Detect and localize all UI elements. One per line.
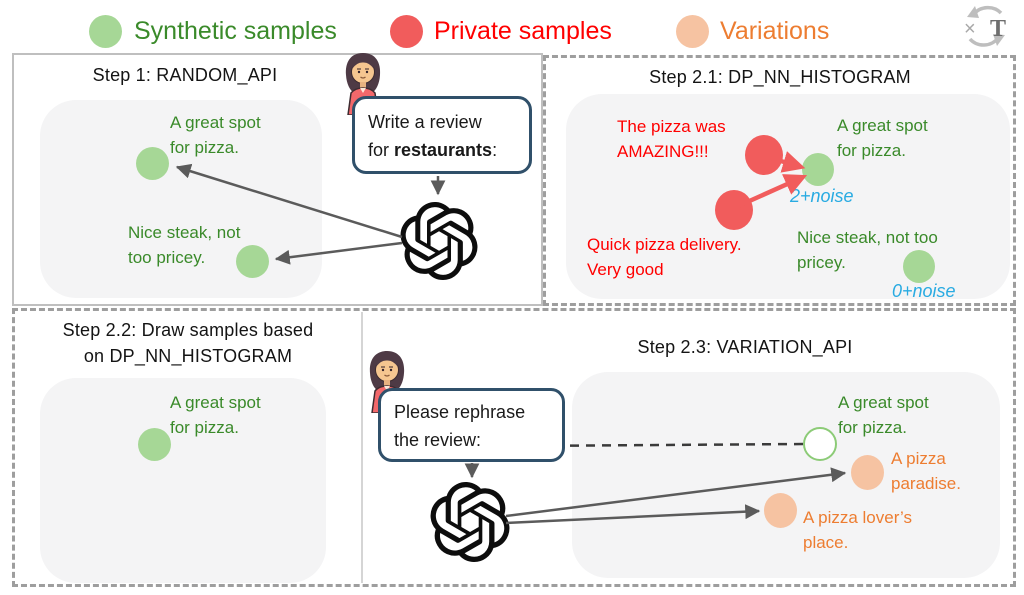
legend-variations-label: Variations — [720, 17, 830, 45]
openai-logo — [400, 202, 478, 280]
step1-synthetic-sample1-text: A great spot for pizza. — [170, 110, 261, 160]
step23-variation1-line1: A pizza — [891, 449, 946, 468]
step1-synthetic-sample1-dot — [136, 147, 169, 180]
step23-title: Step 2.3: VARIATION_API — [637, 337, 853, 357]
legend-private-label: Private samples — [434, 17, 612, 45]
step1-synthetic-sample2-text: Nice steak, not too pricey. — [128, 220, 240, 270]
step1-prompt-line1: Write a review — [368, 112, 482, 132]
step23-prompt-line1: Please rephrase — [394, 402, 526, 422]
step23-source-sample-hollow-circle — [803, 427, 837, 461]
step21-noise-count-1: 2+noise — [790, 186, 854, 206]
step1-sample1-line1: A great spot — [170, 113, 261, 132]
panel-divider — [361, 312, 363, 583]
step21-synthetic-sample1-text: A great spot for pizza. — [837, 113, 928, 163]
step21-private-sample2-dot — [715, 190, 753, 230]
step21-synthetic-sample2-dot — [903, 250, 935, 283]
translate-cycle-watermark-icon: × T — [964, 5, 1006, 47]
step22-sample-line1: A great spot — [170, 393, 261, 412]
step23-variation1-dot — [851, 455, 884, 490]
step1-sample2-line1: Nice steak, not — [128, 223, 241, 242]
legend-private-dot — [390, 15, 423, 48]
step21-noise-count-2: 0+noise — [892, 281, 956, 301]
step1-prompt-bubble: Write a review for restaurants: — [352, 96, 532, 174]
step23-source-sample-text: A great spot for pizza. — [838, 390, 929, 440]
step21-synthetic1-line2: for pizza. — [837, 141, 906, 160]
openai-logo — [430, 482, 510, 562]
step22-title-line1: Step 2.2: Draw samples based — [62, 320, 314, 340]
step21-private1-line2: AMAZING!!! — [617, 142, 709, 161]
step22-synthetic-sample-text: A great spot for pizza. — [170, 390, 261, 440]
step21-synthetic1-line1: A great spot — [837, 116, 928, 135]
step23-variation2-text: A pizza lover’s place. — [803, 505, 912, 555]
step23-prompt-bubble: Please rephrase the review: — [378, 388, 565, 462]
step23-variation1-line2: paradise. — [891, 474, 961, 493]
step23-source-line2: for pizza. — [838, 418, 907, 437]
step21-private-sample1-dot — [745, 135, 783, 175]
step1-title: Step 1: RANDOM_API — [92, 65, 278, 85]
step22-synthetic-sample-dot — [138, 428, 171, 461]
step21-synthetic2-line1: Nice steak, not too — [797, 228, 938, 247]
step1-sample1-line2: for pizza. — [170, 138, 239, 157]
step21-synthetic-sample1-dot — [802, 153, 834, 186]
step21-title: Step 2.1: DP_NN_HISTOGRAM — [649, 67, 911, 87]
step22-sample-line2: for pizza. — [170, 418, 239, 437]
step21-private2-line1: Quick pizza delivery. — [587, 235, 742, 254]
watermark-t-glyph: T — [990, 16, 1006, 42]
step1-prompt-line2: for restaurants: — [368, 140, 498, 160]
legend-variations-dot — [676, 15, 709, 48]
step23-prompt-line2: the review: — [394, 430, 482, 450]
step22-sample-space — [40, 378, 326, 583]
step23-variation1-text: A pizza paradise. — [891, 446, 961, 496]
step21-private-sample1-text: The pizza was AMAZING!!! — [617, 114, 726, 164]
step21-private1-line1: The pizza was — [617, 117, 726, 136]
step22-title: Step 2.2: Draw samples based on DP_NN_HI… — [16, 317, 360, 369]
step21-synthetic-sample2-text: Nice steak, not too pricey. — [797, 225, 938, 275]
step1-sample2-line2: too pricey. — [128, 248, 206, 267]
step21-synthetic2-line2: pricey. — [797, 253, 846, 272]
watermark-x-glyph: × — [964, 18, 976, 40]
step21-private2-line2: Very good — [587, 260, 664, 279]
step23-variation2-line1: A pizza lover’s — [803, 508, 912, 527]
step1-synthetic-sample2-dot — [236, 245, 269, 278]
step23-variation2-line2: place. — [803, 533, 849, 552]
step21-private-sample2-text: Quick pizza delivery. Very good — [587, 232, 742, 282]
legend-synthetic-label: Synthetic samples — [134, 17, 337, 45]
step22-title-line2: on DP_NN_HISTOGRAM — [83, 346, 293, 366]
step23-variation2-dot — [764, 493, 797, 528]
legend-synthetic-dot — [89, 15, 122, 48]
step23-source-line1: A great spot — [838, 393, 929, 412]
